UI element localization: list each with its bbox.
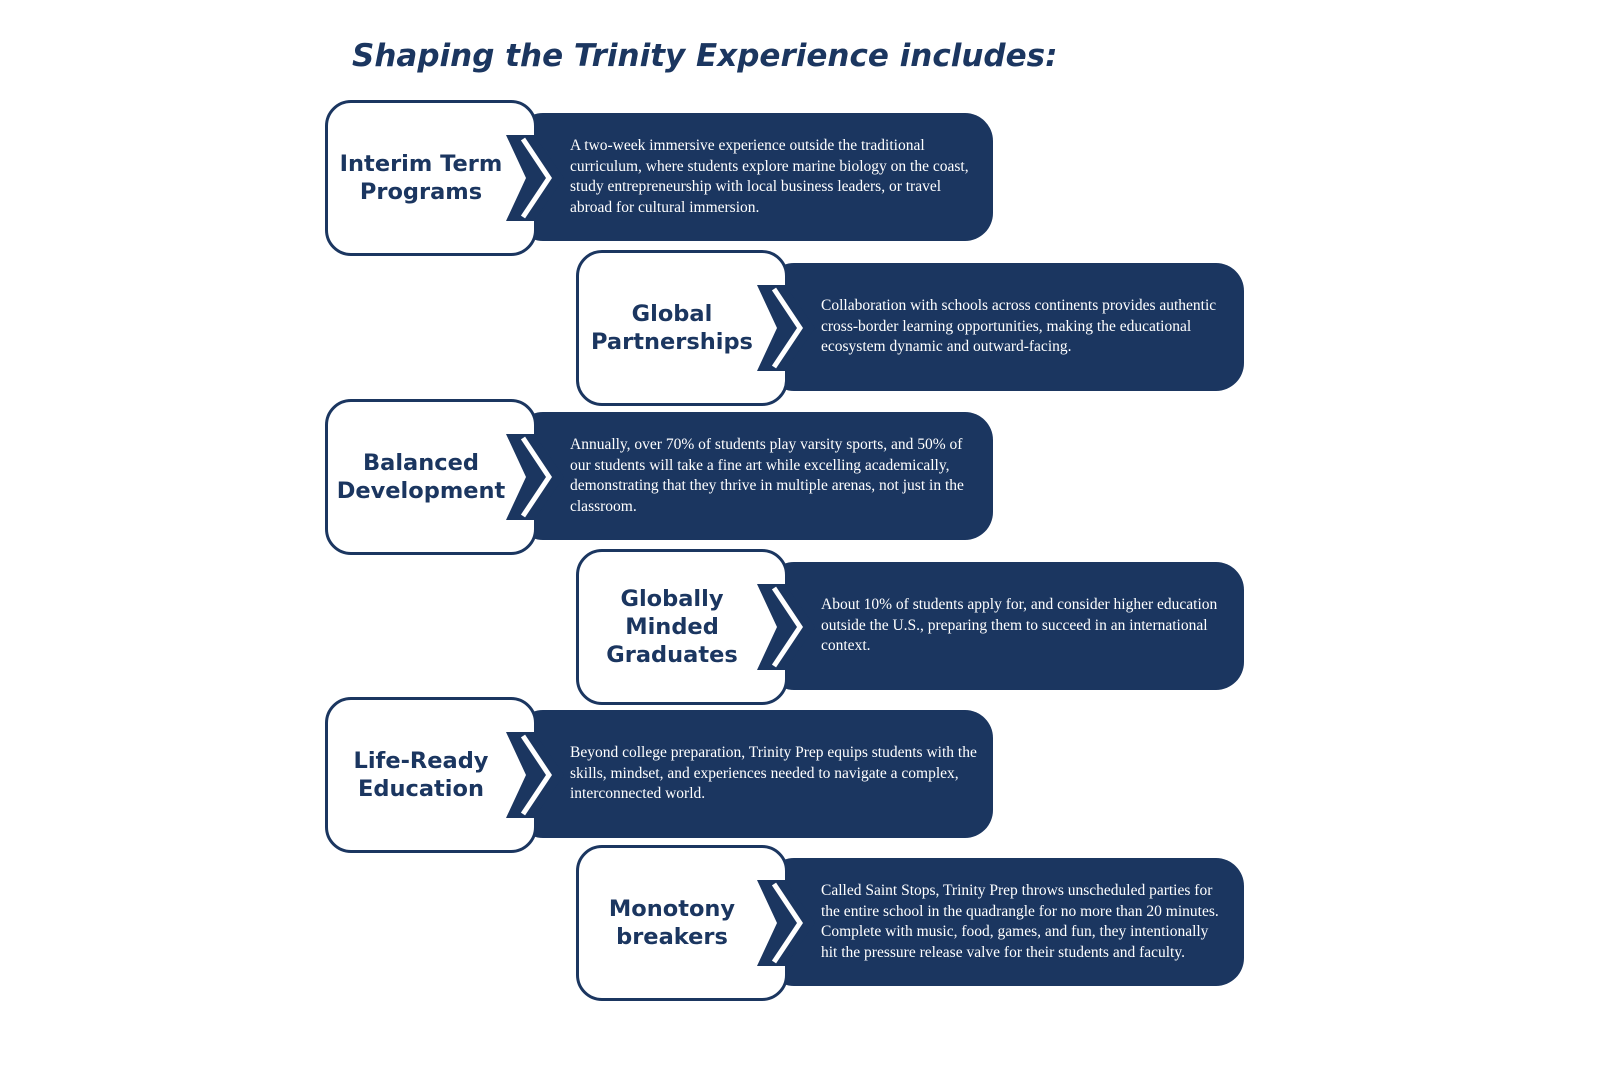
item-interim-term-programs: A two-week immersive experience outside … bbox=[325, 100, 1243, 256]
label-box: Life-Ready Education bbox=[325, 697, 537, 853]
description-panel: Collaboration with schools across contin… bbox=[766, 263, 1244, 391]
chevron-right-icon bbox=[506, 434, 564, 520]
item-label: Monotony breakers bbox=[608, 896, 736, 950]
description-text: A two-week immersive experience outside … bbox=[570, 137, 969, 216]
description-panel: Beyond college preparation, Trinity Prep… bbox=[515, 710, 993, 838]
item-globally-minded-graduates: About 10% of students apply for, and con… bbox=[576, 549, 1494, 705]
label-box: Interim Term Programs bbox=[325, 100, 537, 256]
label-box: Monotony breakers bbox=[576, 845, 788, 1001]
item-global-partnerships: Collaboration with schools across contin… bbox=[576, 250, 1494, 406]
description-panel: About 10% of students apply for, and con… bbox=[766, 562, 1244, 690]
item-label: Globally Minded Graduates bbox=[606, 586, 738, 668]
description-text: Collaboration with schools across contin… bbox=[821, 297, 1217, 356]
description-panel: A two-week immersive experience outside … bbox=[515, 113, 993, 241]
item-label: Life-Ready Education bbox=[353, 748, 489, 802]
item-label: Balanced Development bbox=[336, 450, 506, 504]
item-monotony-breakers: Called Saint Stops, Trinity Prep throws … bbox=[576, 845, 1494, 1001]
chevron-right-icon bbox=[757, 880, 815, 966]
chevron-right-icon bbox=[757, 584, 815, 670]
page-title: Shaping the Trinity Experience includes: bbox=[352, 38, 1058, 74]
item-label: Global Partnerships bbox=[591, 301, 753, 355]
item-label: Interim Term Programs bbox=[339, 151, 503, 205]
description-panel: Called Saint Stops, Trinity Prep throws … bbox=[766, 858, 1244, 986]
description-text: Called Saint Stops, Trinity Prep throws … bbox=[821, 882, 1219, 961]
label-box: Balanced Development bbox=[325, 399, 537, 555]
description-text: About 10% of students apply for, and con… bbox=[821, 596, 1218, 655]
item-life-ready-education: Beyond college preparation, Trinity Prep… bbox=[325, 697, 1243, 853]
chevron-right-icon bbox=[506, 732, 564, 818]
chevron-right-icon bbox=[506, 135, 564, 221]
description-text: Beyond college preparation, Trinity Prep… bbox=[570, 744, 977, 803]
item-balanced-development: Annually, over 70% of students play vars… bbox=[325, 399, 1243, 555]
description-panel: Annually, over 70% of students play vars… bbox=[515, 412, 993, 540]
description-text: Annually, over 70% of students play vars… bbox=[570, 436, 964, 515]
chevron-right-icon bbox=[757, 285, 815, 371]
label-box: Globally Minded Graduates bbox=[576, 549, 788, 705]
